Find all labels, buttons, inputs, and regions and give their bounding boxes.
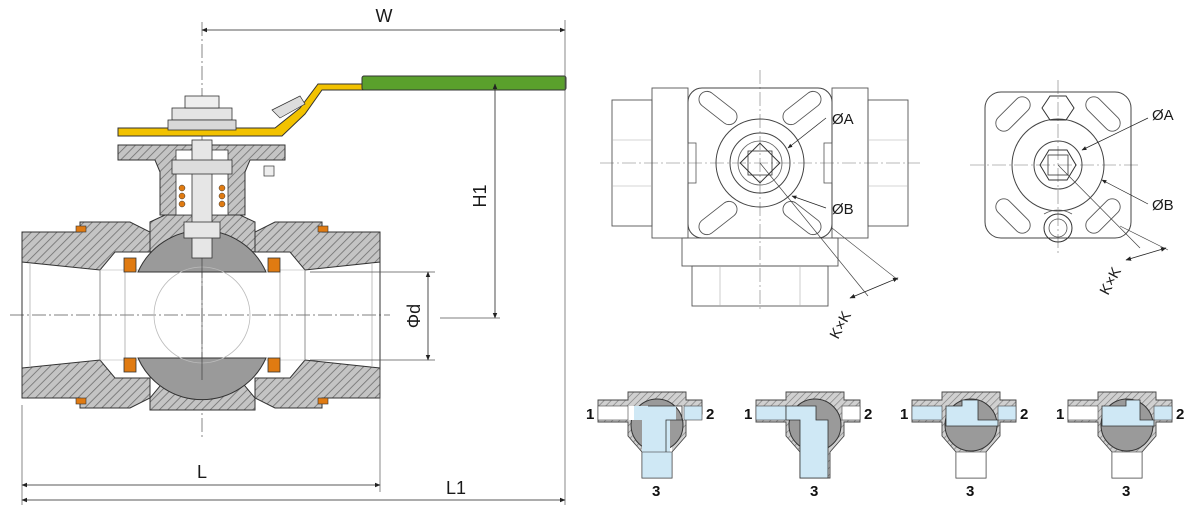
lever-handle bbox=[117, 75, 567, 137]
port-label-right: 2 bbox=[1176, 406, 1184, 423]
seat-rings bbox=[75, 225, 329, 405]
flange-view: ØA ØB K×K bbox=[970, 80, 1174, 298]
flow-pattern-3: 1 2 3 bbox=[900, 391, 1028, 500]
port-label-left: 1 bbox=[900, 406, 908, 423]
flow-pattern-4: 1 2 3 bbox=[1056, 391, 1184, 500]
port-label-bottom: 3 bbox=[652, 483, 660, 500]
port-label-right: 2 bbox=[1020, 406, 1028, 423]
port-label-bottom: 3 bbox=[966, 483, 974, 500]
top-dia-b-label: ØB bbox=[832, 201, 854, 218]
top-square-label: K×K bbox=[827, 308, 856, 341]
dim-l1-label: L1 bbox=[446, 478, 466, 498]
dim-w-label: W bbox=[376, 6, 393, 26]
top-dia-a-label: ØA bbox=[832, 111, 854, 128]
dimensions: W H1 Φd L L1 bbox=[21, 6, 566, 505]
port-label-left: 1 bbox=[586, 406, 594, 423]
flange-square-label: K×K bbox=[1097, 264, 1126, 297]
handle-grip bbox=[361, 75, 567, 91]
flow-pattern-1: 1 2 3 bbox=[586, 391, 714, 500]
dim-h1-label: H1 bbox=[470, 184, 490, 207]
dim-bore-label: Φd bbox=[404, 304, 424, 328]
flow-pattern-2: 1 2 3 bbox=[744, 391, 872, 500]
top-view: ØA ØB K×K bbox=[600, 70, 920, 342]
flange-dia-b-label: ØB bbox=[1152, 197, 1174, 214]
port-label-right: 2 bbox=[706, 406, 714, 423]
port-label-left: 1 bbox=[744, 406, 752, 423]
main-section-view: W H1 Φd L L1 bbox=[10, 6, 567, 505]
port-label-right: 2 bbox=[864, 406, 872, 423]
port-label-left: 1 bbox=[1056, 406, 1064, 423]
dim-l-label: L bbox=[197, 462, 207, 482]
port-label-bottom: 3 bbox=[1122, 483, 1130, 500]
port-label-bottom: 3 bbox=[810, 483, 818, 500]
bonnet bbox=[117, 139, 286, 259]
flange-dia-a-label: ØA bbox=[1152, 107, 1174, 124]
flow-patterns: 1 2 3 1 2 3 1 2 3 bbox=[586, 391, 1184, 500]
